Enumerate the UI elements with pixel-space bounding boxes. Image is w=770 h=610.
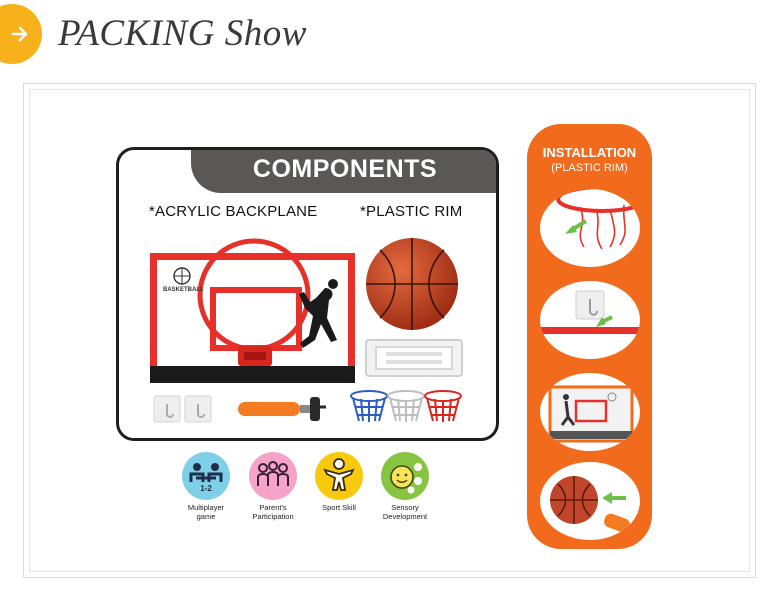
skill-parents: Parent's Participation <box>238 452 308 521</box>
multiplayer-icon <box>189 463 223 482</box>
skill-label: Sport Skill <box>304 503 374 512</box>
skill-circle <box>381 452 429 500</box>
backplane-label: *ACRYLIC BACKPLANE <box>149 203 318 220</box>
components-tab <box>191 150 496 193</box>
install-step-1 <box>540 189 640 267</box>
skill-label-line1: Sensory <box>391 503 419 512</box>
skill-label-line1: Multiplayer <box>187 503 225 512</box>
inflate-ball-image <box>550 476 630 533</box>
rim-frame-image <box>365 339 463 377</box>
skill-multiplayer: 1-2 Multiplayer game <box>171 452 241 521</box>
installation-panel: INSTALLATION (PLASTIC RIM) <box>527 124 652 549</box>
installation-subtitle: (PLASTIC RIM) <box>551 162 628 174</box>
content-frame <box>23 83 756 578</box>
board-label: BASKETBALL <box>163 287 204 293</box>
skill-sport: Sport Skill <box>304 452 374 512</box>
skill-label: Multiplayer game <box>171 503 241 521</box>
skill-label-line1: Parent's <box>259 503 287 512</box>
skill-label-line1: Sport Skill <box>322 503 356 512</box>
install-step-3 <box>540 373 640 451</box>
components-title: COMPONENTS <box>252 155 438 183</box>
install-step-4 <box>540 462 640 540</box>
face-icon <box>390 463 422 494</box>
person-icon <box>323 458 355 491</box>
pump-image <box>238 397 326 421</box>
skill-circle <box>315 452 363 500</box>
skill-label-line2: Development <box>382 512 428 521</box>
family-icon <box>257 461 289 486</box>
arrow-right-icon <box>11 26 28 42</box>
nets-image <box>350 390 462 422</box>
installation-title: INSTALLATION <box>542 145 637 160</box>
backboard-image <box>150 238 355 383</box>
skill-sensory: Sensory Development <box>370 452 440 521</box>
wall-hooks-image <box>153 395 212 423</box>
content-frame-inner <box>29 89 750 572</box>
skill-label: Parent's Participation <box>238 503 308 521</box>
rim-attach-image <box>556 189 640 250</box>
skill-circle: 1-2 <box>182 452 230 500</box>
hook-mount-image <box>540 290 640 334</box>
rim-label: *PLASTIC RIM <box>360 203 463 220</box>
basketball-image <box>366 238 458 330</box>
page-title: PACKING Show <box>58 13 307 54</box>
skill-label-line2: game <box>196 512 216 521</box>
components-card: COMPONENTS *ACRYLIC BACKPLANE *PLASTIC R… <box>116 147 499 441</box>
skill-circle <box>249 452 297 500</box>
skill-label: Sensory Development <box>370 503 440 521</box>
skill-label-line2: Participation <box>252 512 294 521</box>
mounted-board-image <box>548 385 634 443</box>
install-step-2 <box>540 281 640 359</box>
multiplayer-badge: 1-2 <box>200 484 212 493</box>
